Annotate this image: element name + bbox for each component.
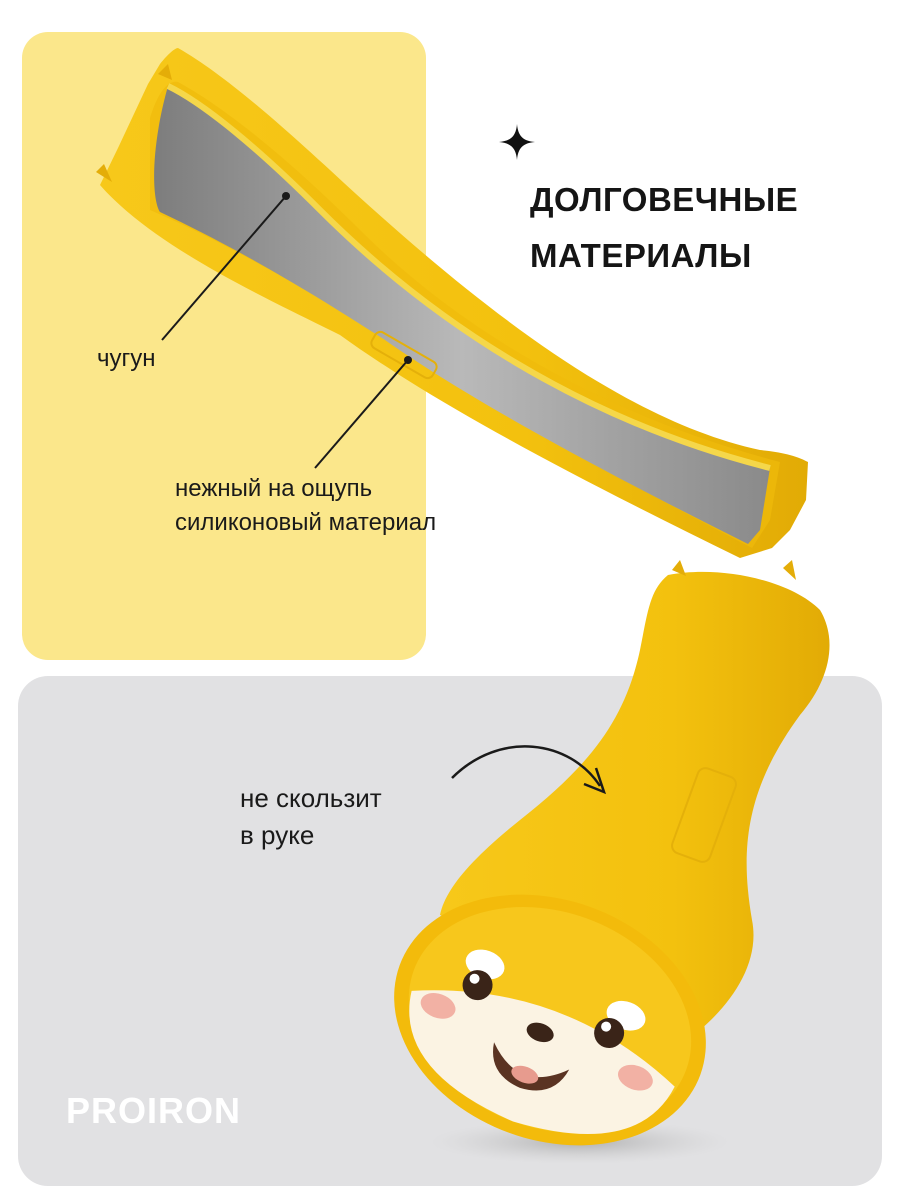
dumbbell-half-cutaway xyxy=(96,48,808,558)
silicone-pointer-line xyxy=(314,359,409,469)
title-line-2: МАТЕРИАЛЫ xyxy=(530,237,752,274)
silicone-callout-line-2: силиконовый материал xyxy=(175,509,437,536)
grip-callout-line-1: не скользит xyxy=(240,783,382,813)
grip-callout-label: не скользит в руке xyxy=(240,780,382,854)
dumbbell-full xyxy=(394,560,830,1164)
silicone-callout-label: нежный на ощупь силиконовый материал xyxy=(175,472,436,540)
silicone-callout-line-1: нежный на ощупь xyxy=(175,475,373,502)
iron-callout-label: чугун xyxy=(97,345,156,372)
iron-pointer-line xyxy=(161,195,287,341)
callout-lines xyxy=(161,192,412,469)
page-title: ДОЛГОВЕЧНЫЕ МАТЕРИАЛЫ xyxy=(530,172,870,284)
shiba-face-cap xyxy=(394,894,706,1146)
brand-logo: PROIRON xyxy=(66,1090,242,1131)
four-point-star-icon xyxy=(499,124,535,160)
curved-arrow-icon xyxy=(451,745,607,795)
title-line-1: ДОЛГОВЕЧНЫЕ xyxy=(530,181,799,218)
grip-callout-line-2: в руке xyxy=(240,820,315,850)
